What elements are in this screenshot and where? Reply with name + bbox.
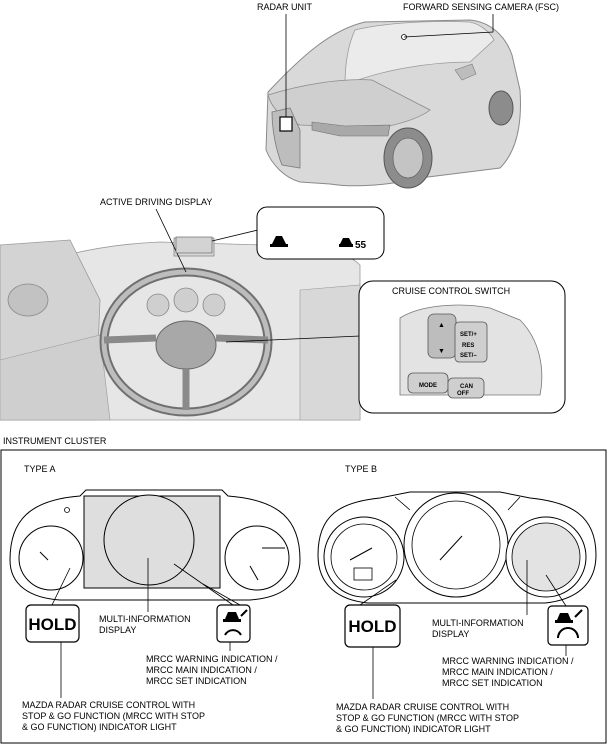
svg-text:▲: ▲	[438, 322, 445, 329]
add-small-display	[175, 236, 213, 254]
switch-leader	[225, 335, 361, 343]
cruise-control-switch-label: CRUISE CONTROL SWITCH	[392, 286, 510, 296]
type-a-hold-indicator	[25, 604, 80, 643]
type-a-multi-info-line2: DISPLAY	[99, 625, 136, 635]
type-a-multi-info-line1: MULTI-INFORMATION	[99, 614, 191, 624]
type-b-hold-desc-line3: & GO FUNCTION) INDICATOR LIGHT	[336, 724, 491, 734]
type-a-hold-desc-line2: STOP & GO FUNCTION (MRCC WITH STOP	[22, 711, 205, 721]
type-b-multi-info-line1: MULTI-INFORMATION	[432, 618, 524, 628]
type-b-mrcc-line2: MRCC MAIN INDICATION /	[442, 667, 553, 677]
switch-off-label: OFF	[457, 391, 469, 397]
type-a-mrcc-line1: MRCC WARNING INDICATION /	[146, 654, 278, 664]
vehicle-ahead-small-icon	[339, 238, 353, 247]
dashboard-illustration	[0, 237, 361, 421]
type-b-hold-desc-line2: STOP & GO FUNCTION (MRCC WITH STOP	[336, 713, 519, 723]
add-leader	[155, 208, 187, 273]
type-b-multi-info-line2: DISPLAY	[432, 629, 469, 639]
add-zoom-leader	[211, 229, 259, 242]
type-a-mrcc-line3: MRCC SET INDICATION	[146, 676, 247, 686]
car-illustration	[265, 19, 521, 189]
type-b-mrcc-line1: MRCC WARNING INDICATION /	[442, 656, 574, 666]
vehicle-ahead-icon	[270, 236, 288, 247]
switch-can-label: CAN	[460, 384, 473, 390]
svg-text:▼: ▼	[438, 348, 445, 355]
type-a-hold-desc-line1: MAZDA RADAR CRUISE CONTROL WITH	[22, 700, 195, 710]
add-readout: 55	[355, 240, 367, 251]
switch-set-plus-label: SET/+	[460, 332, 477, 338]
fsc-leader	[403, 14, 494, 38]
type-b-hold-text: HOLD	[348, 617, 396, 636]
radar-unit-icon	[279, 116, 293, 132]
type-b-label: TYPE B	[345, 464, 377, 474]
type-b-hold-to-cluster-leader	[359, 579, 397, 606]
type-b-mrcc-leader	[545, 574, 567, 607]
type-b-mrcc-indicator	[547, 605, 589, 646]
type-b-mrcc-icon	[555, 609, 583, 639]
instrument-cluster-title: INSTRUMENT CLUSTER	[3, 436, 107, 446]
type-b-hold-desc-line1: MAZDA RADAR CRUISE CONTROL WITH	[336, 702, 509, 712]
instrument-cluster-frame	[0, 449, 607, 744]
type-a-mrcc-leader-2	[202, 583, 241, 606]
type-a-hold-desc-line3: & GO FUNCTION) INDICATOR LIGHT	[22, 722, 177, 732]
type-a-hold-text: HOLD	[28, 615, 76, 634]
fsc-label: FORWARD SENSING CAMERA (FSC)	[403, 2, 559, 12]
radar-unit-label: RADAR UNIT	[257, 2, 313, 12]
switch-set-minus-label: SET/–	[460, 353, 477, 359]
type-b-mrcc-line3: MRCC SET INDICATION	[442, 678, 543, 688]
switch-res-label: RES	[462, 343, 474, 349]
cruise-switch-illustration: ▲ ▼	[399, 304, 543, 399]
active-driving-display-label: ACTIVE DRIVING DISPLAY	[100, 197, 212, 207]
type-a-hold-to-cluster-leader	[51, 567, 71, 606]
type-a-mrcc-icon	[223, 609, 248, 636]
type-a-label: TYPE A	[24, 464, 56, 474]
add-zoom-box	[256, 206, 385, 260]
type-a-mrcc-line2: MRCC MAIN INDICATION /	[146, 665, 257, 675]
type-a-cluster	[9, 489, 301, 601]
type-b-cluster	[317, 491, 597, 604]
type-b-hold-indicator	[344, 604, 401, 648]
switch-mode-label: MODE	[419, 383, 437, 389]
